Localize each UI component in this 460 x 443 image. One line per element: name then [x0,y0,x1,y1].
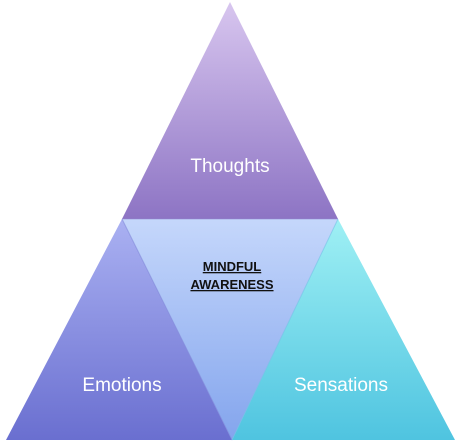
sensations-label: Sensations [294,375,388,396]
emotions-triangle [6,219,232,440]
mindful-awareness-triangle [122,219,338,440]
sensations-triangle [232,219,455,440]
divider-line-left [121,218,233,441]
thoughts-label: Thoughts [190,156,269,177]
thoughts-triangle [122,2,338,219]
emotions-label: Emotions [82,375,161,396]
awareness-label: AWARENESS [190,277,273,292]
mindful-label: MINDFUL [203,259,262,274]
divider-line-right [231,218,339,441]
